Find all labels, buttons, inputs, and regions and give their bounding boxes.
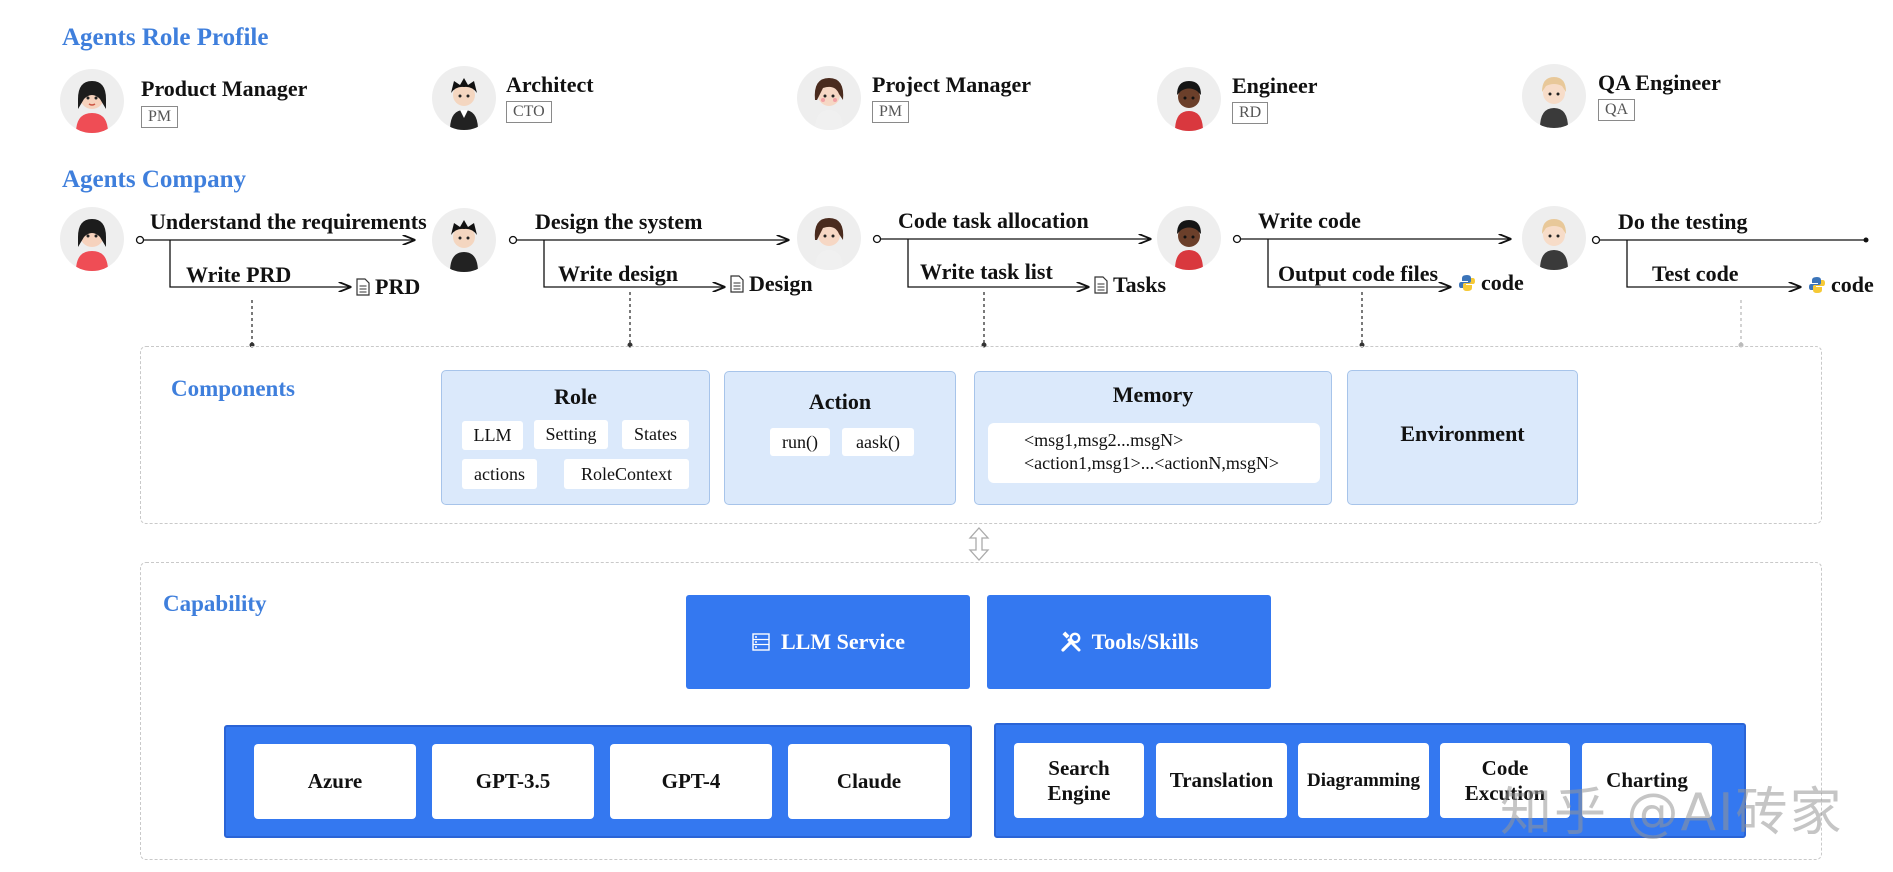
output-tasks: Tasks	[1094, 272, 1166, 298]
output-code-2: code	[1808, 272, 1874, 298]
output-prd: PRD	[356, 274, 420, 300]
component-role-title: Role	[554, 384, 597, 409]
sub-label-write-prd: Write PRD	[186, 262, 292, 287]
section-title-company: Agents Company	[62, 166, 247, 193]
memory-line-2: <action1,msg1>...<actionN,msgN>	[1024, 453, 1280, 473]
components-panel	[140, 346, 1822, 524]
role-name-qa-engineer: QA Engineer	[1598, 70, 1721, 95]
chip-setting: Setting	[534, 420, 608, 449]
memory-line-1: <msg1,msg2...msgN>	[1024, 430, 1184, 450]
role-badge-pm-2: PM	[872, 101, 910, 123]
server-icon	[752, 633, 770, 651]
step-label-do-testing: Do the testing	[1618, 209, 1748, 234]
output-tasks-label: Tasks	[1113, 272, 1167, 297]
output-design: Design	[730, 271, 813, 297]
role-badge-pm: PM	[141, 106, 179, 128]
output-code-1-label: code	[1481, 270, 1524, 295]
document-icon	[1094, 276, 1108, 294]
chip-aask: aask()	[842, 428, 914, 456]
memory-messages: <msg1,msg2...msgN> <action1,msg1>...<act…	[988, 423, 1320, 483]
role-name-architect: Architect	[506, 72, 594, 97]
tool-card-diagramming: Diagramming	[1298, 743, 1429, 818]
component-action-title: Action	[808, 389, 872, 414]
tool-card-translation: Translation	[1156, 743, 1287, 818]
avatar-architect	[432, 66, 496, 130]
output-code-2-label: code	[1831, 272, 1874, 297]
output-prd-label: PRD	[375, 274, 421, 299]
role-name-engineer: Engineer	[1232, 73, 1318, 98]
step-label-code-task-allocation: Code task allocation	[898, 208, 1089, 233]
chip-states: States	[622, 420, 689, 449]
role-name-project-manager: Project Manager	[872, 72, 1032, 97]
section-title-components: Components	[171, 376, 295, 401]
company-avatar-product-manager	[60, 207, 124, 271]
output-code-1: code	[1458, 270, 1524, 296]
sub-label-write-design: Write design	[558, 261, 678, 286]
role-name-product-manager: Product Manager	[141, 76, 308, 101]
avatar-project-manager	[797, 66, 861, 130]
avatar-product-manager	[60, 69, 124, 133]
company-avatar-project-manager	[797, 206, 861, 270]
avatar-qa-engineer	[1522, 64, 1586, 128]
chip-rolecontext: RoleContext	[564, 459, 689, 489]
tool-diagramming-label: Diagramming	[1307, 770, 1420, 791]
llm-list-panel: Azure GPT-3.5 GPT-4 Claude	[224, 725, 972, 838]
component-environment: Environment	[1347, 370, 1578, 505]
section-title-capability: Capability	[163, 591, 267, 616]
python-icon	[1459, 275, 1475, 291]
watermark-text: 知乎 @AI砖家	[1500, 783, 1844, 843]
tool-code-line-1: Code	[1481, 755, 1529, 780]
component-memory-title: Memory	[1112, 382, 1194, 407]
section-title-role-profile: Agents Role Profile	[62, 24, 269, 51]
role-badge-rd: RD	[1232, 102, 1269, 124]
llm-card-azure: Azure	[254, 744, 416, 819]
llm-card-gpt-4: GPT-4	[610, 744, 772, 819]
step-label-understand: Understand the requirements	[150, 209, 427, 234]
capability-panel	[140, 562, 1822, 860]
sub-label-write-task-list: Write task list	[920, 259, 1053, 284]
bidirectional-arrow-icon	[968, 527, 990, 561]
step-label-write-code: Write code	[1258, 208, 1361, 233]
tool-translation-label: Translation	[1169, 768, 1274, 792]
company-avatar-engineer	[1157, 206, 1221, 270]
sub-label-output-code-files: Output code files	[1278, 261, 1439, 286]
llm-service-label: LLM Service	[780, 629, 906, 654]
tool-search-line-2: Engine	[1047, 780, 1111, 805]
component-action: Action run() aask()	[724, 371, 956, 505]
role-badge-qa: QA	[1598, 99, 1636, 121]
component-environment-title: Environment	[1400, 421, 1525, 446]
component-memory: Memory <msg1,msg2...msgN> <action1,msg1>…	[974, 371, 1332, 505]
company-avatar-qa-engineer	[1522, 206, 1586, 270]
document-icon	[730, 275, 744, 293]
python-icon	[1809, 277, 1825, 293]
tool-search-line-1: Search	[1048, 755, 1110, 780]
tool-card-charting: Charting	[1582, 743, 1712, 818]
tool-charting-label: Charting	[1606, 768, 1688, 792]
sub-label-test-code: Test code	[1652, 261, 1739, 286]
tool-code-line-2: Excution	[1464, 780, 1546, 805]
chip-run: run()	[770, 428, 830, 456]
chip-llm: LLM	[462, 421, 523, 450]
tools-skills-label: Tools/Skills	[1091, 629, 1199, 654]
tools-skills-block: Tools/Skills	[987, 595, 1271, 689]
document-icon	[356, 278, 370, 296]
workflow-connectors	[135, 0, 1869, 348]
role-badge-cto: CTO	[506, 101, 552, 123]
avatar-engineer	[1157, 67, 1221, 131]
llm-service-block: LLM Service	[686, 595, 970, 689]
step-label-design-system: Design the system	[535, 209, 703, 234]
llm-card-gpt-3-5: GPT-3.5	[432, 744, 594, 819]
tools-icon	[1060, 631, 1081, 652]
company-avatar-architect	[432, 208, 496, 272]
chip-actions: actions	[462, 459, 537, 489]
output-design-label: Design	[749, 271, 813, 296]
component-role: Role LLM Setting States actions RoleCont…	[441, 370, 710, 505]
llm-card-claude: Claude	[788, 744, 950, 819]
